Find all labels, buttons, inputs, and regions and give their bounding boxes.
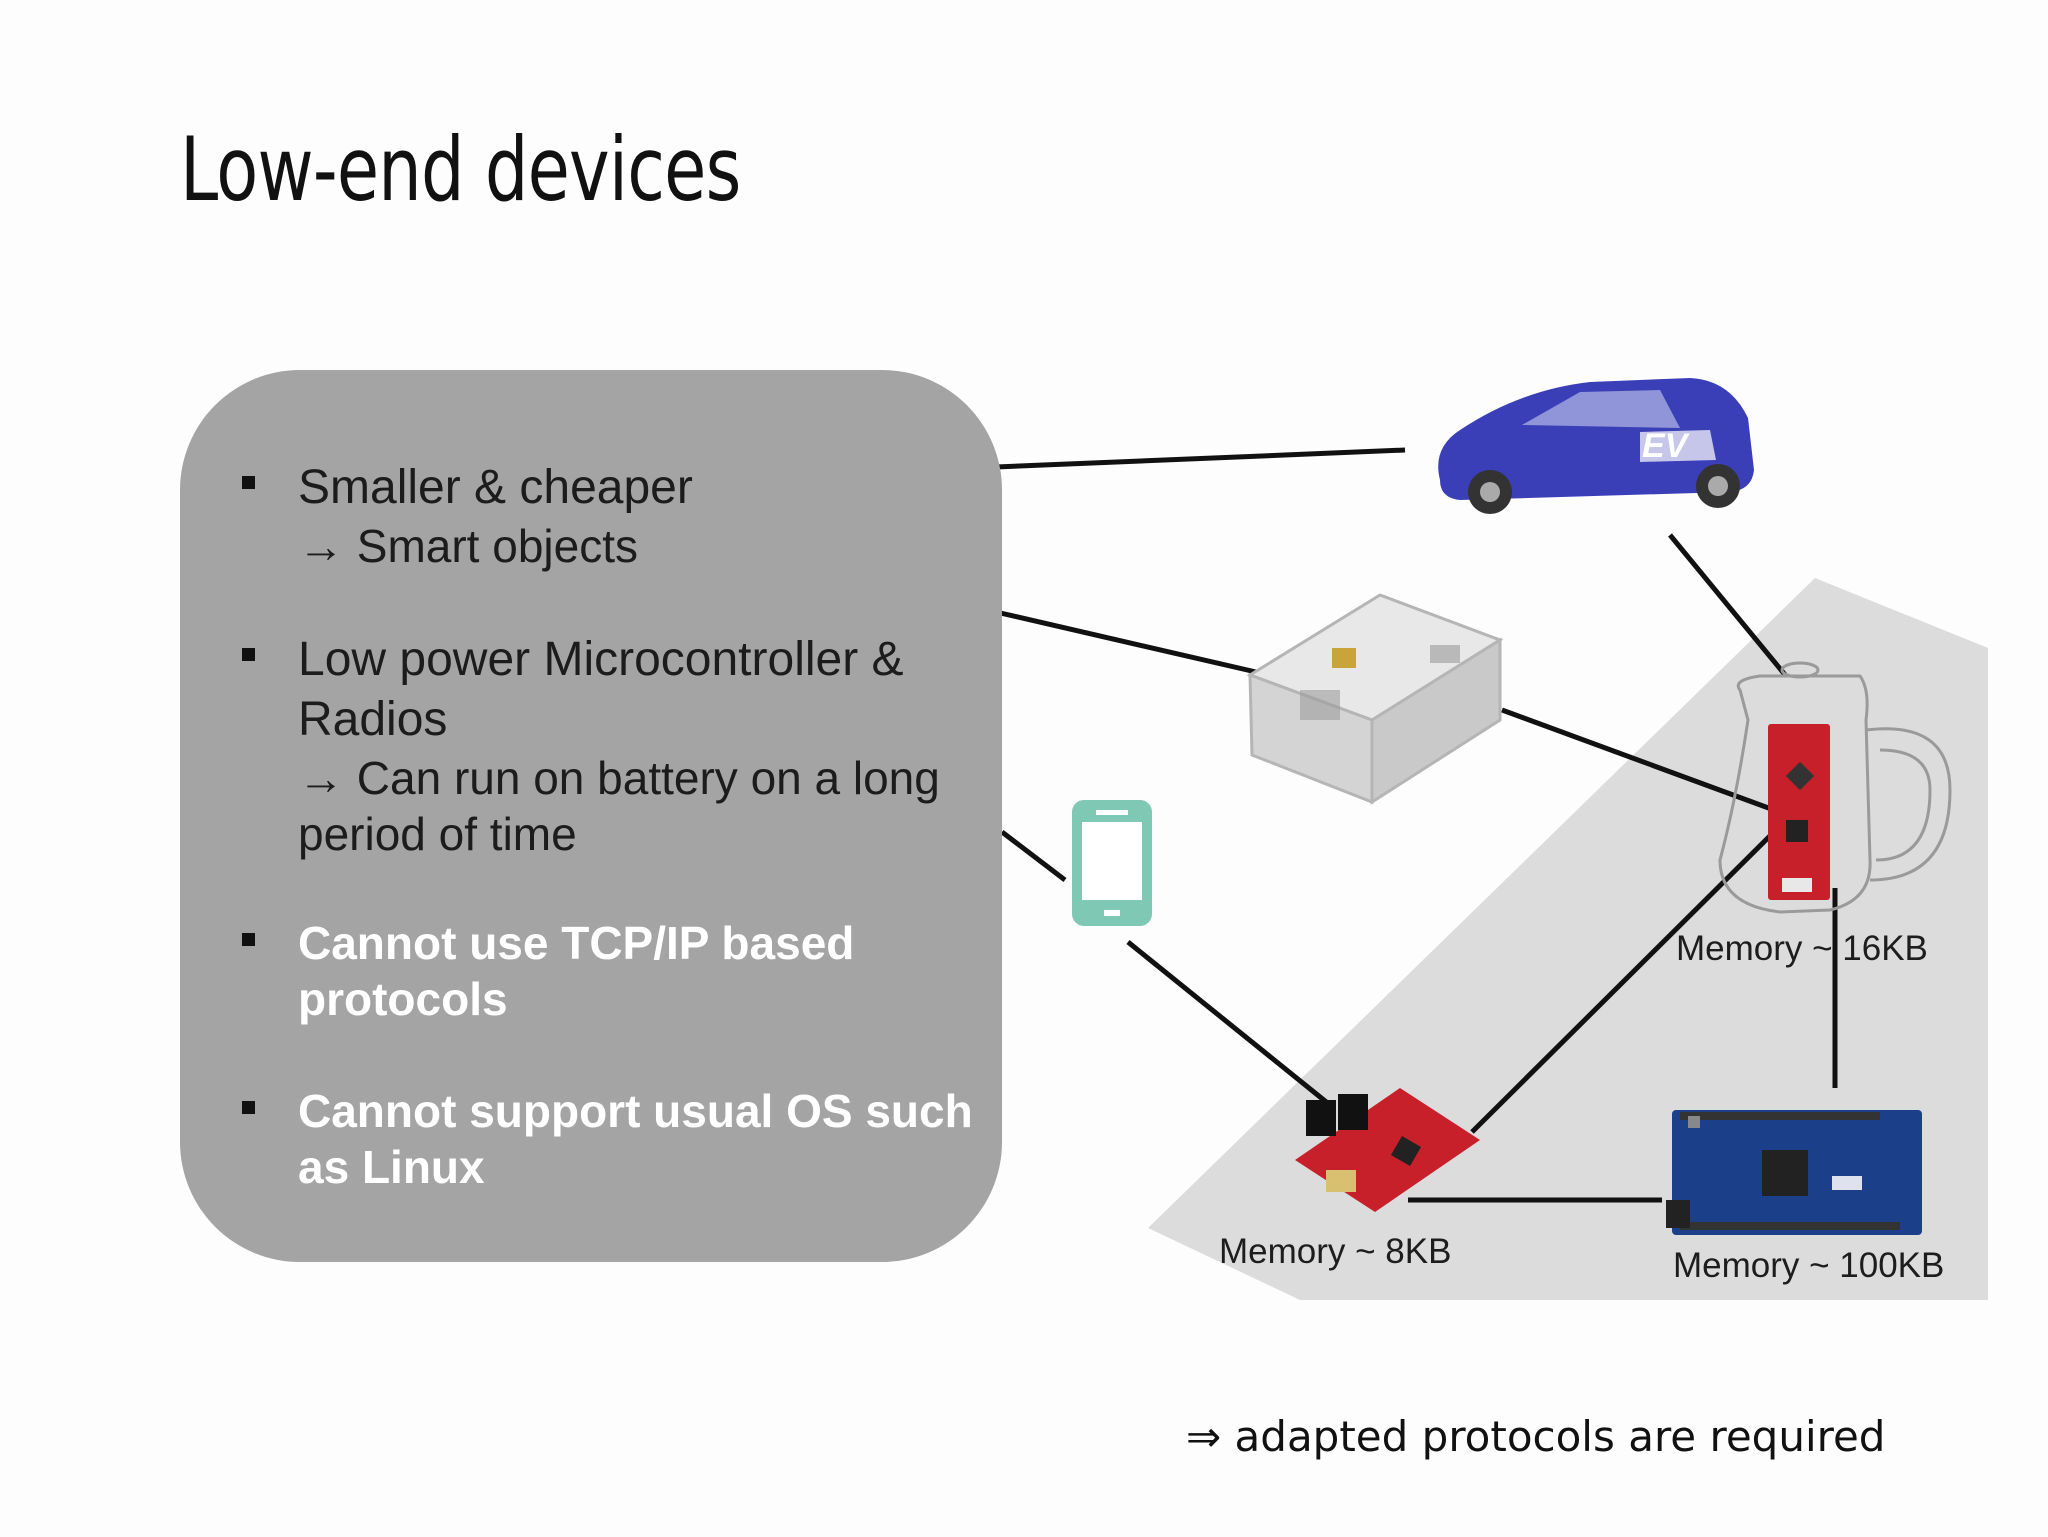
bullet-marker [242, 648, 255, 661]
arduino-memory-label: Memory ~ 100KB [1673, 1246, 1944, 1285]
bullet-sub: → Smart objects [298, 520, 638, 572]
kettle-with-board-icon [1718, 661, 1952, 914]
bullet-sub: → Can run on battery on a long period of… [298, 752, 940, 860]
feature-card: Smaller & cheaper → Smart objects Low po… [180, 370, 1002, 1262]
arduino-due-board-icon [1666, 1110, 1922, 1235]
bullet-main: Smaller & cheaper [298, 461, 693, 514]
bullet-marker [242, 1101, 255, 1114]
bullet-main: Cannot support usual OS such as Linux [298, 1085, 973, 1193]
connection-lines [995, 447, 1838, 1203]
zolertia-memory-label: Memory ~ 8KB [1219, 1232, 1451, 1271]
bullet-marker [242, 933, 255, 946]
conclusion-text: ⇒ adapted protocols are required [1186, 1412, 1886, 1461]
bullet-main: Cannot use TCP/IP based protocols [298, 917, 855, 1025]
bullet-main: Low power Microcontroller & Radios [298, 633, 904, 746]
kettle-memory-label: Memory ~ 16KB [1676, 929, 1928, 968]
electric-car-icon: EV [1438, 378, 1754, 514]
raspberry-pi-case-icon [1246, 593, 1504, 805]
red-sensor-board-icon [1295, 1088, 1480, 1212]
bullet-marker [242, 476, 255, 489]
car-ev-badge: EV [1642, 427, 1691, 465]
smartphone-icon [1072, 800, 1152, 926]
slide-title: Low-end devices [180, 118, 741, 221]
